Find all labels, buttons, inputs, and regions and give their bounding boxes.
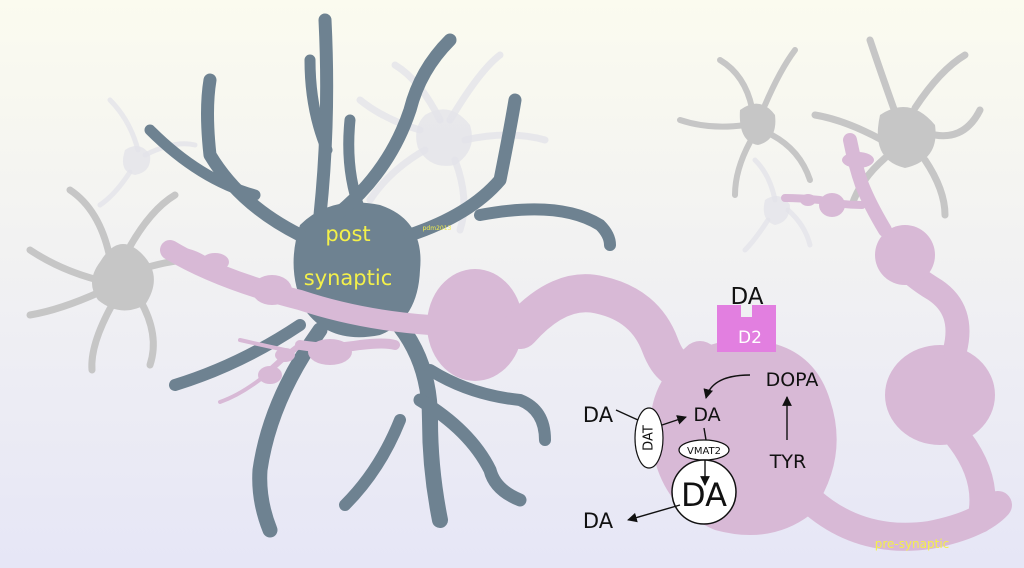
vesicle-da-label: DA [681,476,727,514]
d2-receptor: D2 [717,305,776,352]
ghost-neuron-top-right-a [677,47,813,198]
dat-transporter: DAT [634,407,664,469]
tyr-label: TYR [769,451,806,473]
pre-synaptic-label: pre-synaptic [875,537,950,551]
arrow-da-into-dat [615,409,639,421]
synaptic-vesicle: DA [671,459,737,525]
arrow-da-to-vmat2 [703,427,707,441]
dopa-label: DOPA [766,369,819,391]
vmat2-label: VMAT2 [687,446,721,457]
author-signature: pdm2013 [423,225,452,232]
post-synaptic-label-line1: post [325,222,370,246]
vmat2-transporter: VMAT2 [678,439,730,461]
da-released-label: DA [583,509,614,533]
ghost-neuron-top-right-b [811,36,984,219]
post-synaptic-neuron [144,13,616,538]
da-receptor-ligand-label: DA [730,284,763,310]
da-cytosolic-label: DA [693,404,720,426]
dat-label: DAT [642,425,657,451]
arrow-dat-to-da [661,415,687,426]
d2-label: D2 [738,328,762,348]
arrow-dopa-to-da [703,374,751,399]
post-synaptic-label-line2: synaptic [304,266,393,290]
da-extracellular-left-label: DA [583,403,614,427]
arrow-vesicle-release [627,504,681,523]
ghost-neuron-right [742,157,813,253]
